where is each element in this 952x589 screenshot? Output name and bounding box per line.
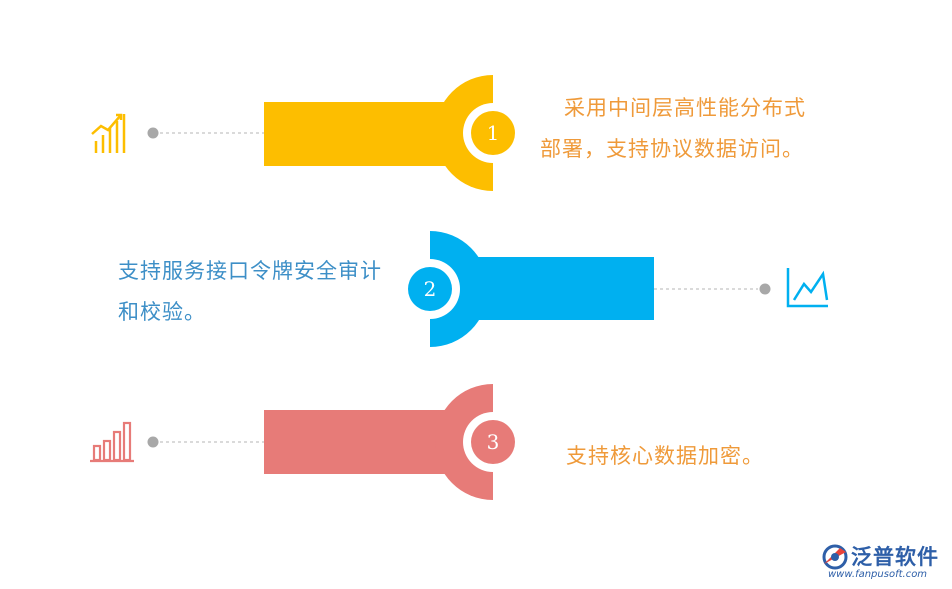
step-1-connector [147, 127, 264, 139]
bar-chart-rising-icon [91, 113, 126, 153]
bar-chart-icon [90, 421, 134, 463]
step-1-description: 采用中间层高性能分布式部署，支持协议数据访问。 [540, 96, 806, 161]
step-2-shape [400, 231, 654, 347]
step-2-number: 2 [424, 277, 437, 301]
step-3-number: 3 [487, 430, 500, 454]
step-3-connector [147, 436, 264, 448]
step-2-connector [654, 283, 771, 295]
step-3-description: 支持核心数据加密。 [566, 444, 764, 468]
fanpu-logo-icon [822, 544, 848, 570]
logo-name: 泛普软件 [851, 545, 939, 569]
step-3-shape [264, 384, 523, 500]
line-chart-icon [786, 268, 829, 308]
step-2-description: 支持服务接口令牌安全审计和校验。 [118, 259, 382, 324]
step-1-shape [264, 75, 523, 191]
logo-url: www.fanpusoft.com [828, 569, 928, 580]
step-1-number: 1 [487, 121, 500, 145]
